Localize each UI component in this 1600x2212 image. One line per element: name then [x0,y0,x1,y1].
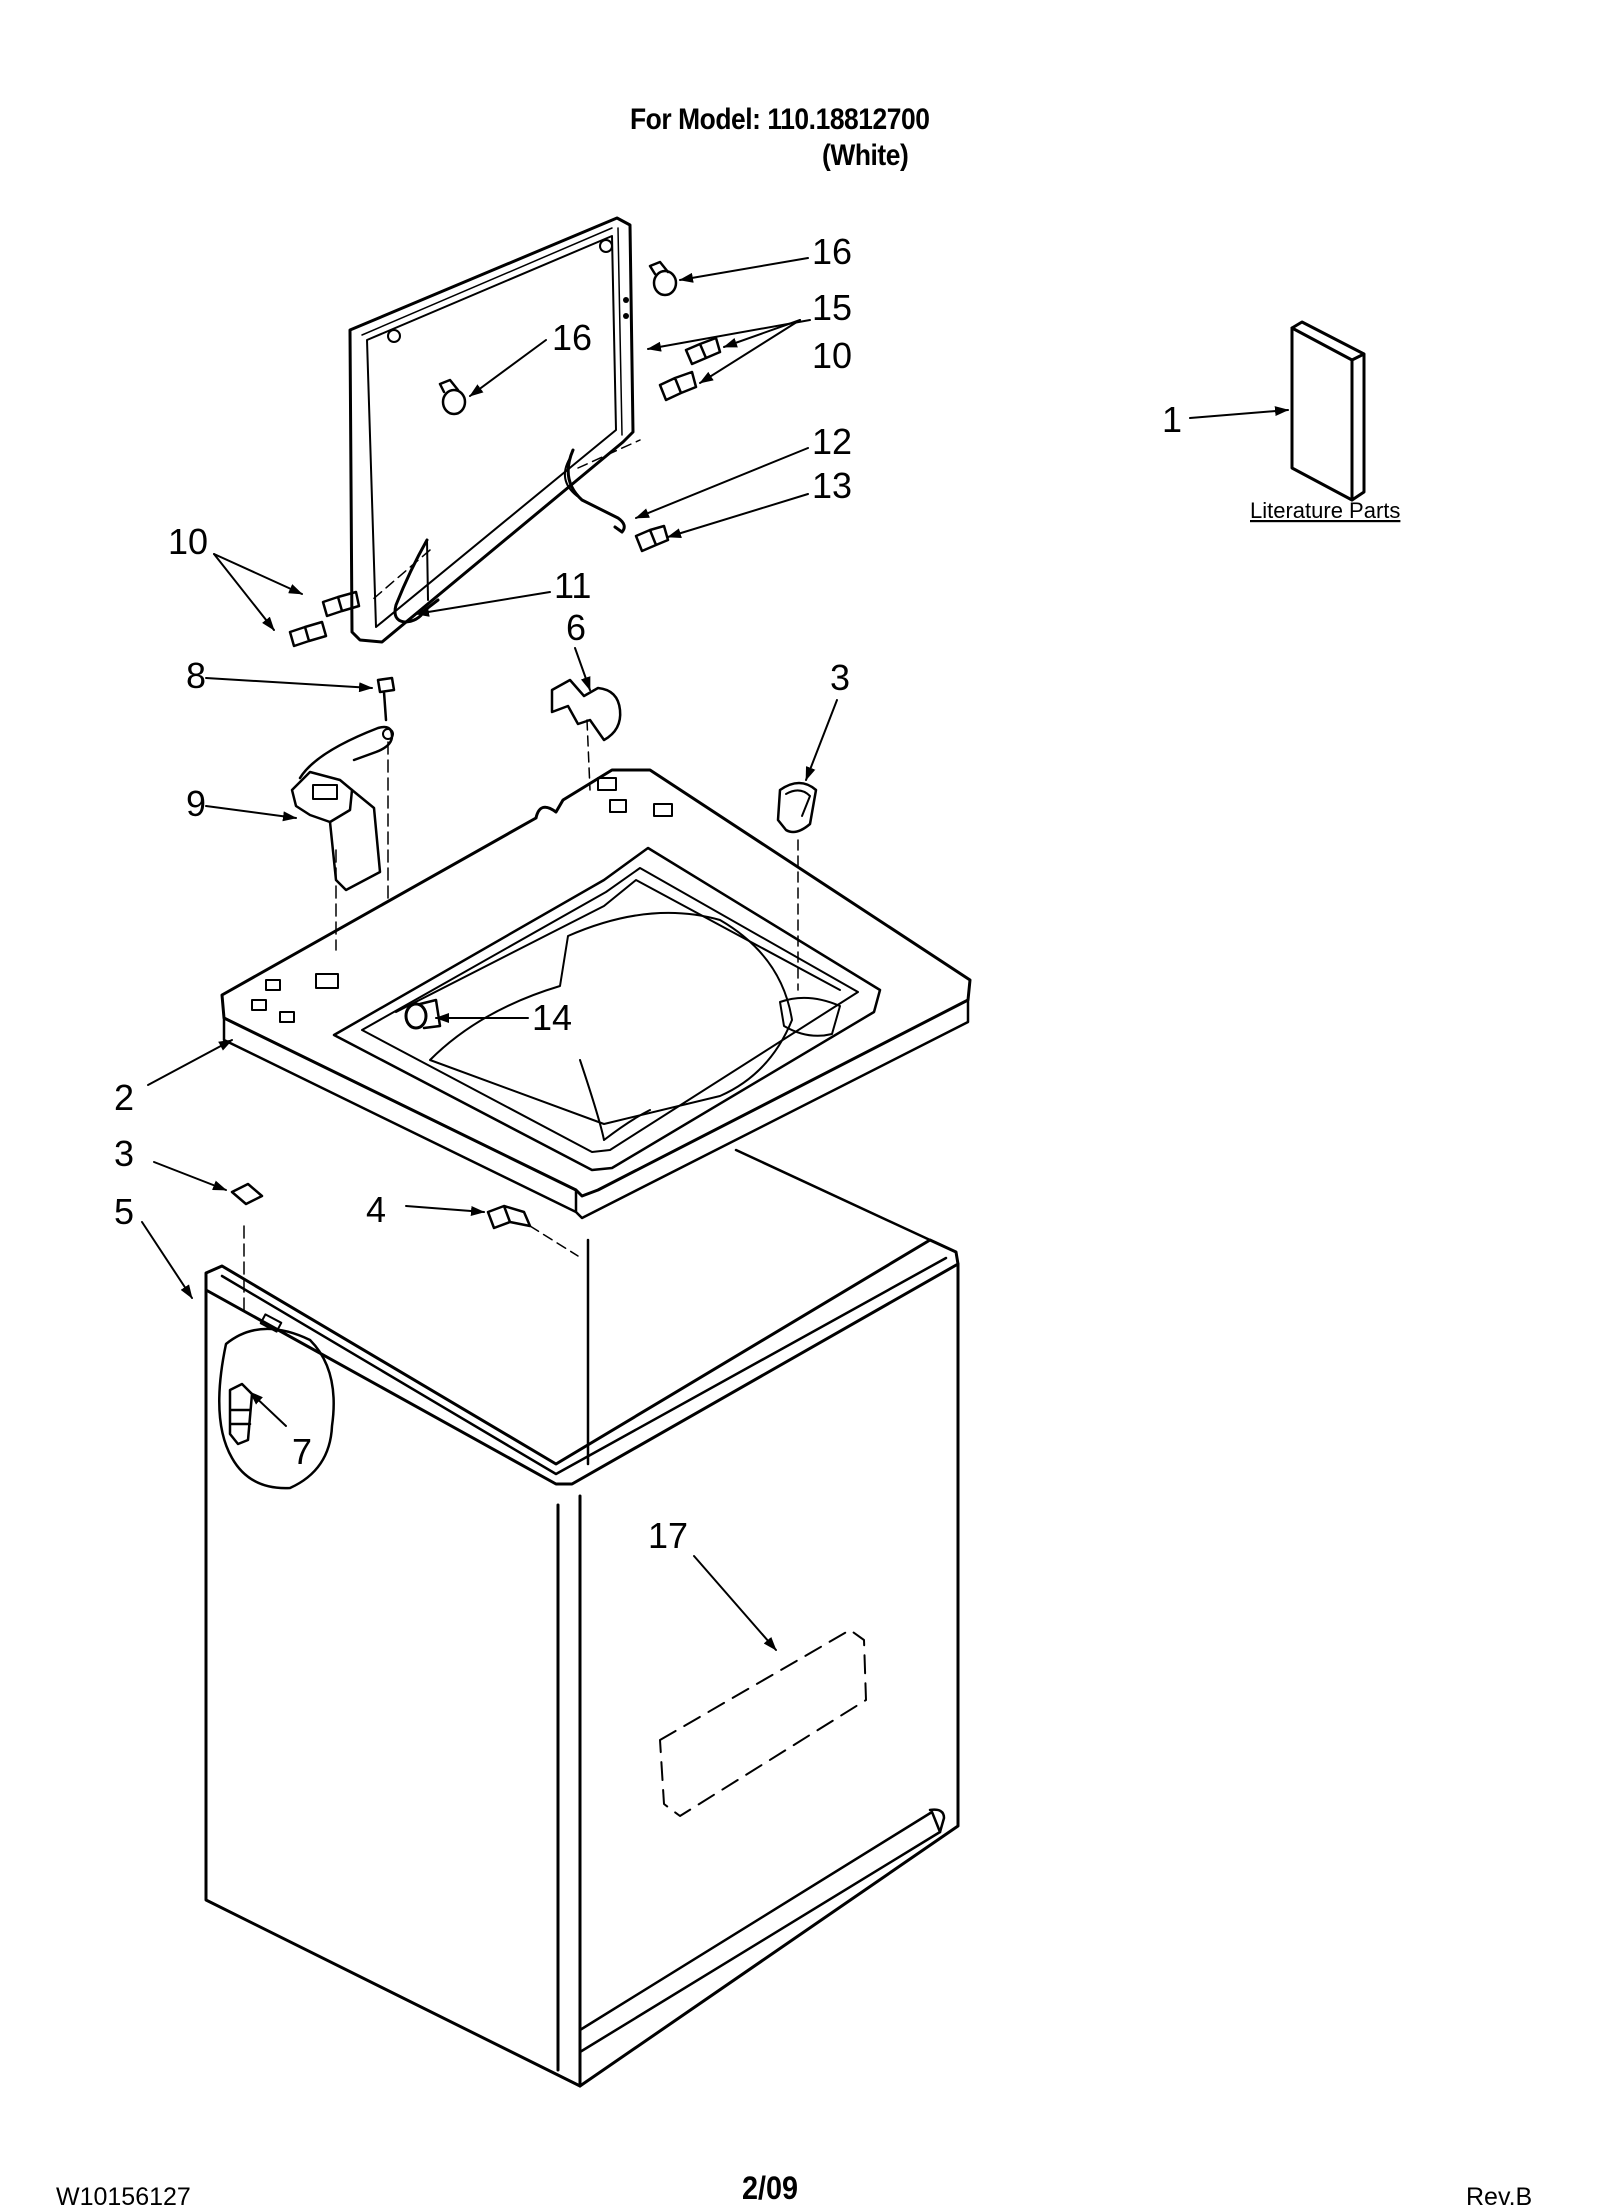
clip-3-lower [230,1182,264,1206]
callout-15: 15 [812,287,852,328]
leader-arrows [141,257,1289,1651]
lid-switch-9 [290,725,394,951]
callout-16-left: 16 [552,317,592,358]
lid-hinge-wires [371,439,641,624]
callout-16-top: 16 [812,231,852,272]
document-number: W10156127 [56,2183,191,2211]
screw-7 [228,1382,254,1446]
callout-13: 13 [812,465,852,506]
callout-5: 5 [114,1191,134,1232]
callout-8: 8 [186,655,206,696]
top-panel-2 [220,768,972,1220]
hinge-screws-10-right [658,336,722,402]
callout-3-upper: 3 [830,657,850,698]
literature-parts-caption: Literature Parts [1250,498,1400,523]
screw-4 [486,1204,579,1257]
literature-book-1 [1290,320,1366,502]
callout-14: 14 [532,997,572,1038]
callout-1: 1 [1162,399,1182,440]
lid-bumper-16-top [648,260,678,297]
callout-labels: 16 15 16 10 12 13 10 11 6 8 3 9 14 2 3 5… [114,231,1182,1556]
page-number: 2/09 [742,2170,799,2206]
callout-10-left: 10 [168,521,208,562]
callout-2: 2 [114,1077,134,1118]
callout-4: 4 [366,1189,386,1230]
hinge-screws-10-left [288,590,361,648]
callout-3-lower: 3 [114,1133,134,1174]
label-17 [659,1629,867,1817]
cap-13 [634,524,670,553]
model-title: For Model: 110.18812700 [630,103,930,136]
callout-11: 11 [554,565,591,606]
callout-12: 12 [812,421,852,462]
cabinet-5 [204,1148,960,2088]
grommet-14 [404,998,442,1030]
callout-10-right: 10 [812,335,852,376]
callout-9: 9 [186,783,206,824]
callout-7: 7 [292,1431,312,1472]
revision: Rev.B [1466,2183,1533,2211]
clip-6 [550,678,622,791]
callout-6: 6 [566,607,586,648]
model-color: (White) [822,139,909,172]
callout-17: 17 [648,1515,688,1556]
lid-bumper-16-left [438,378,467,416]
softener-cup-3 [776,781,818,991]
lid-frame [348,216,635,644]
